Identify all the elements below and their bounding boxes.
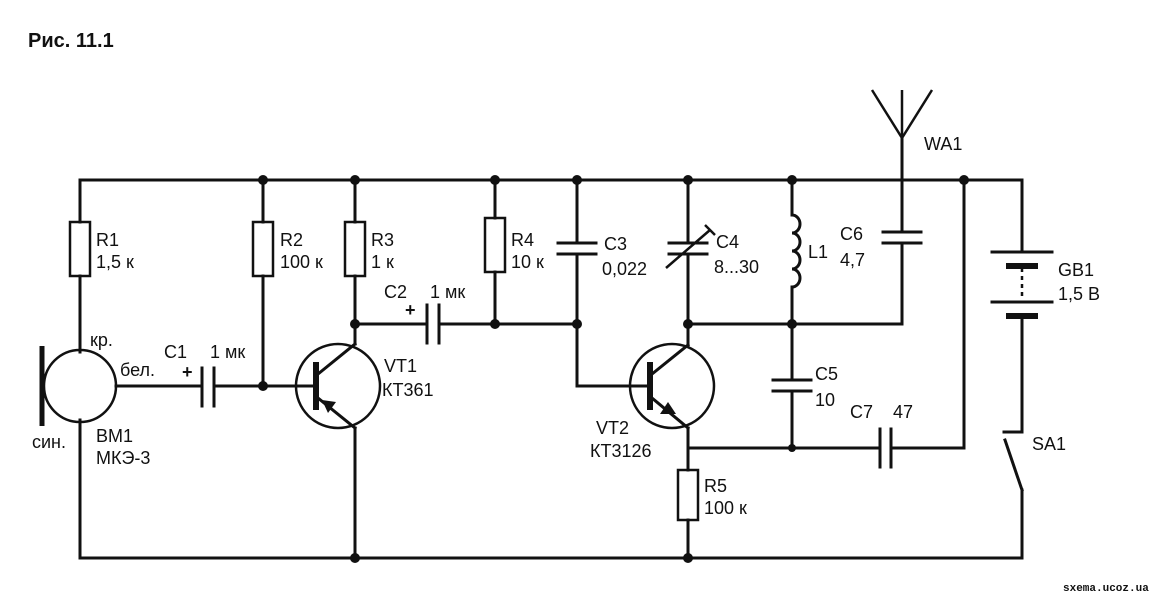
svg-text:1,5 В: 1,5 В [1058,284,1100,304]
svg-text:кр.: кр. [90,330,113,350]
svg-text:МКЭ-3: МКЭ-3 [96,448,150,468]
figure-title: Рис. 11.1 [28,30,114,52]
watermark: sxema.ucoz.ua [1063,583,1149,595]
svg-text:КТ3126: КТ3126 [590,441,652,461]
svg-text:R5: R5 [704,476,727,496]
svg-text:L1: L1 [808,242,828,262]
svg-text:R4: R4 [511,230,534,250]
svg-text:C4: C4 [716,232,739,252]
svg-text:GB1: GB1 [1058,260,1094,280]
svg-text:C5: C5 [815,364,838,384]
svg-text:47: 47 [893,402,913,422]
capacitor-c5: C5 10 [771,364,838,410]
svg-text:100 к: 100 к [704,498,747,518]
svg-text:WA1: WA1 [924,134,962,154]
svg-text:VT1: VT1 [384,356,417,376]
svg-text:0,022: 0,022 [602,259,647,279]
capacitor-c6: C6 4,7 [840,224,923,270]
svg-text:100 к: 100 к [280,252,323,272]
microphone-bm1: кр. бел. син. BM1 МКЭ-3 [32,330,155,468]
svg-text:4,7: 4,7 [840,250,865,270]
wires [78,136,1024,560]
svg-text:C2: C2 [384,282,407,302]
transistor-vt1: VT1 КТ361 [294,341,434,431]
svg-text:син.: син. [32,432,66,452]
svg-text:BM1: BM1 [96,426,133,446]
resistor-r5: R5 100 к [676,468,747,522]
svg-text:10: 10 [815,390,835,410]
svg-text:C6: C6 [840,224,863,244]
capacitor-c7: C7 47 [850,402,913,469]
resistor-r3: R3 1 к [343,220,394,278]
svg-text:R3: R3 [371,230,394,250]
trimmer-capacitor-c4: C4 8...30 [665,224,759,277]
svg-text:1,5 к: 1,5 к [96,252,134,272]
antenna-wa1: WA1 [870,89,962,154]
svg-text:8...30: 8...30 [714,257,759,277]
svg-text:VT2: VT2 [596,418,629,438]
svg-text:1 мк: 1 мк [430,282,465,302]
resistor-r4: R4 10 к [483,216,544,274]
svg-text:бел.: бел. [120,360,155,380]
resistor-r2: R2 100 к [251,220,323,278]
svg-text:КТ361: КТ361 [382,380,434,400]
junction-dots [258,175,969,563]
svg-text:C7: C7 [850,402,873,422]
capacitor-c3: C3 0,022 [556,234,647,279]
svg-text:+: + [182,362,193,382]
svg-text:R1: R1 [96,230,119,250]
switch-sa1: SA1 [1002,430,1066,492]
inductor-l1: L1 [790,213,828,289]
svg-text:1 к: 1 к [371,252,394,272]
svg-text:SA1: SA1 [1032,434,1066,454]
svg-text:1 мк: 1 мк [210,342,245,362]
transistor-vt2: VT2 КТ3126 [590,342,716,461]
svg-text:C1: C1 [164,342,187,362]
svg-text:+: + [405,300,416,320]
svg-text:C3: C3 [604,234,627,254]
resistor-r1: R1 1,5 к [68,220,134,278]
capacitor-c1: + C1 1 мк [164,342,245,408]
svg-text:10 к: 10 к [511,252,544,272]
capacitor-c2: + C2 1 мк [384,282,465,345]
battery-gb1: GB1 1,5 В [990,250,1100,319]
svg-text:R2: R2 [280,230,303,250]
